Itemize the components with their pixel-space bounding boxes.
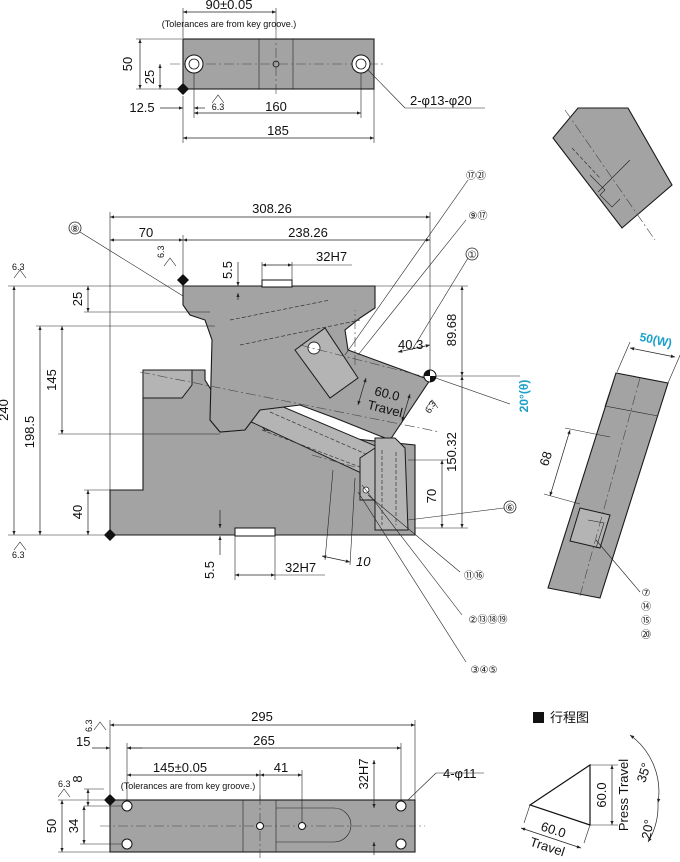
bottom-view: 6.3 295 15 265 145±0.05 (Tolerances are … — [44, 709, 484, 858]
top-view: 90±0.05 (Tolerances are from key groove.… — [120, 0, 485, 143]
travel-diagram-title: 行程图 — [550, 710, 589, 725]
dim-40-3: 40.3 — [398, 337, 423, 352]
roughness-top: 6.3 — [212, 102, 225, 112]
dim-160: 160 — [265, 99, 287, 114]
dim-50w: 50(W) — [638, 330, 673, 350]
hole-left — [184, 54, 204, 74]
travel-diagram: 行程图 60.0 Press Travel 35° 20° 60.0 Trave… — [520, 710, 661, 859]
dim-240: 240 — [0, 399, 11, 421]
dim-10: 10 — [356, 554, 371, 569]
roughness-bottom-left: 6.3 — [58, 779, 71, 789]
roughness-front-a: 6.3 — [156, 245, 166, 258]
dim-8: 8 — [70, 775, 85, 782]
dim-265: 265 — [253, 733, 275, 748]
front-view: 308.26 70 238.26 6.3 32H7 5.5 6.3 25 145… — [0, 201, 531, 580]
callout-1: ① — [468, 250, 477, 261]
roughness-front-d: 6.3 — [423, 399, 438, 415]
dim-25-top: 25 — [142, 70, 157, 84]
dim-12-5: 12.5 — [129, 100, 154, 115]
travel-dim-60-vertical: 60.0 — [594, 782, 609, 807]
dim-25-front: 25 — [70, 292, 85, 306]
dim-89-68: 89.68 — [444, 314, 459, 347]
roughness-bottom: 6.3 — [84, 719, 94, 732]
dim-5-5-bottom: 5.5 — [202, 561, 217, 579]
dim-50-bottom: 50 — [44, 819, 59, 833]
holes-label-bottom: 4-φ11 — [443, 766, 476, 781]
dim-40-front: 40 — [70, 505, 85, 519]
legend-square — [533, 712, 544, 723]
tolerance-note-top: (Tolerances are from key groove.) — [162, 19, 297, 29]
dim-150-32: 150.32 — [444, 432, 459, 472]
callout-6: ⑥ — [506, 503, 515, 514]
callout-side-14: ⑭ — [641, 601, 651, 613]
callouts: ⑧ ⑰㉑ ⑨⑰ ① ⑥ ⑪⑯ ②⑬⑱⑲ ③④⑤ — [68, 170, 517, 676]
dim-5-5-top: 5.5 — [220, 261, 235, 279]
dim-145-bottom: 145±0.05 — [153, 760, 207, 775]
side-view: 50(W) 68 ⑦ ⑭ ⑮ ⑳ — [536, 107, 680, 641]
angle-35: 35° — [634, 761, 654, 784]
hole-right — [351, 54, 371, 74]
callout-side-20: ⑳ — [641, 629, 651, 641]
travel-dim-60-bottom: 60.0 — [539, 819, 568, 841]
callout-9-17: ⑨⑰ — [469, 210, 488, 222]
dim-68: 68 — [536, 450, 555, 468]
dim-70-top: 70 — [139, 225, 153, 240]
dim-308-26: 308.26 — [252, 201, 292, 216]
callout-side-7: ⑦ — [642, 588, 651, 599]
dim-32h7-bottom-view: 32H7 — [356, 758, 371, 789]
dim-60-front: 60.0 — [373, 383, 401, 404]
dim-34: 34 — [66, 819, 81, 833]
press-travel-label: Press Travel — [616, 759, 631, 831]
dim-70-right: 70 — [424, 489, 439, 503]
datum-mark — [177, 83, 189, 95]
dim-32h7-top: 32H7 — [316, 249, 347, 264]
detail-view — [552, 107, 673, 229]
callout-2-13-18-19: ②⑬⑱⑲ — [469, 614, 508, 626]
dim-145: 145 — [44, 369, 59, 391]
dim-185: 185 — [267, 123, 289, 138]
dim-32h7-bottom: 32H7 — [285, 560, 316, 575]
callout-11-16: ⑪⑯ — [464, 570, 484, 582]
callout-17-21: ⑰㉑ — [466, 170, 486, 182]
driver-block — [374, 437, 409, 531]
callout-side-15: ⑮ — [641, 615, 651, 627]
travel-triangle — [528, 763, 591, 826]
dim-295: 295 — [251, 709, 273, 724]
callout-8: ⑧ — [71, 224, 80, 235]
dim-50-top: 50 — [120, 57, 135, 71]
roughness-front-c: 6.3 — [12, 550, 25, 560]
dim-15: 15 — [76, 734, 90, 749]
angle-theta: 20°(θ) — [517, 380, 531, 413]
tolerance-note-bottom: (Tolerances are from key groove.) — [121, 781, 256, 791]
holes-label-top: 2-φ13-φ20 — [410, 93, 472, 108]
dim-198-5: 198.5 — [22, 416, 37, 449]
roughness-front-b: 6.3 — [12, 262, 25, 272]
dim-41: 41 — [274, 760, 288, 775]
angle-20: 20° — [638, 818, 656, 840]
dim-90: 90±0.05 — [206, 0, 253, 12]
dim-238-26: 238.26 — [288, 225, 328, 240]
callout-3-4-5: ③④⑤ — [471, 665, 498, 676]
